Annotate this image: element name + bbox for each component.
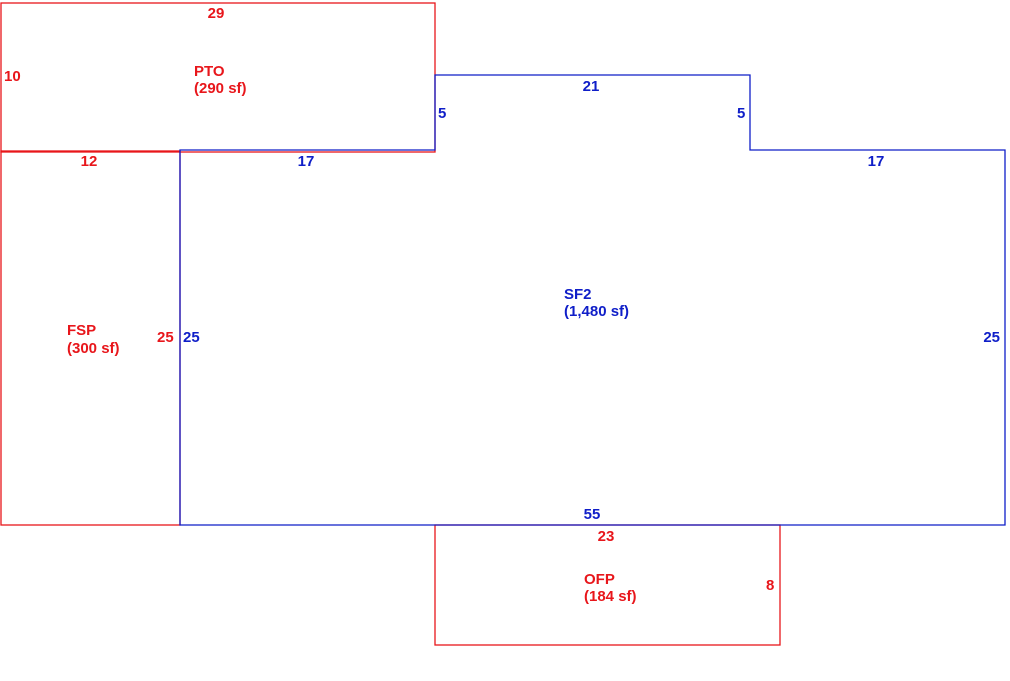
sf2-top-left-dimension: 17: [298, 153, 315, 170]
sf2-left-dimension: 25: [183, 329, 200, 346]
sf2-top-right-dimension: 17: [868, 153, 885, 170]
sf2-bump-left-dimension: 5: [438, 105, 446, 122]
ofp-area-label: (184 sf): [584, 588, 637, 605]
sf2-bump-right-dimension: 5: [737, 105, 745, 122]
fsp-area-label: (300 sf): [67, 340, 120, 357]
pto-area-label: (290 sf): [194, 80, 247, 97]
pto-left-dimension: 10: [4, 68, 21, 85]
sf2-outline: [179, 74, 1006, 526]
sf2-right-dimension: 25: [983, 329, 1000, 346]
ofp-right-dimension: 8: [766, 577, 774, 594]
sf2-bottom-dimension: 55: [584, 506, 601, 523]
fsp-top-dimension: 12: [81, 153, 98, 170]
fsp-right-dimension: 25: [157, 329, 174, 346]
fsp-code-label: FSP: [67, 322, 96, 339]
pto-code-label: PTO: [194, 63, 225, 80]
ofp-code-label: OFP: [584, 571, 615, 588]
pto-top-dimension: 29: [208, 5, 225, 22]
sf2-area-label: (1,480 sf): [564, 303, 629, 320]
sf2-bump-top-dimension: 21: [583, 78, 600, 95]
ofp-top-dimension: 23: [598, 528, 615, 545]
sf2-code-label: SF2: [564, 286, 592, 303]
